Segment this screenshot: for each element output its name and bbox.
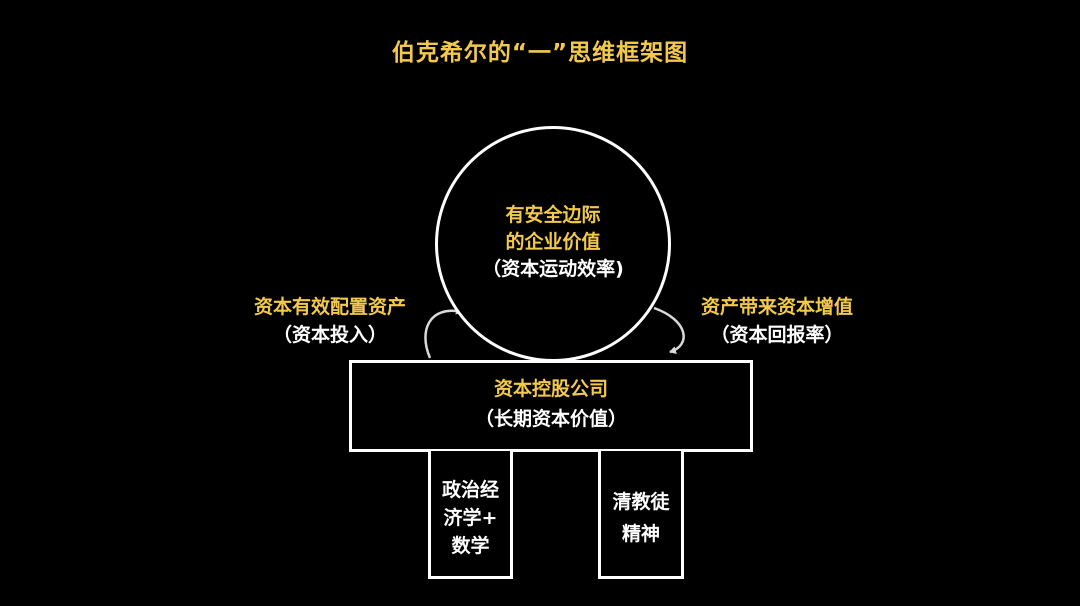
circle-line2: 的企业价值 <box>505 231 601 253</box>
pillar-left-line3: 数学 <box>451 535 490 557</box>
page-title: 伯克希尔的“一”思维框架图 <box>391 40 689 66</box>
right-curved-arrow <box>653 306 685 354</box>
circle-text: 有安全边际 的企业价值 （资本运动效率) <box>435 202 671 283</box>
right-label-line1: 资产带来资本增值 <box>700 296 853 318</box>
holding-company-text: 资本控股公司 （长期资本价值） <box>349 374 753 434</box>
economics-math-pillar-text: 政治经 济学+ 数学 <box>428 476 513 560</box>
left-label-line1: 资本有效配置资产 <box>253 296 406 318</box>
pillar-left-line2: 济学+ <box>443 507 498 529</box>
left-curved-arrow <box>424 306 463 359</box>
pillar-right-line1: 清教徒 <box>612 491 670 513</box>
capital-input-label: 资本有效配置资产 （资本投入） <box>230 293 430 349</box>
circle-line1: 有安全边际 <box>505 204 601 226</box>
circle-line3: （资本运动效率) <box>482 258 624 280</box>
puritan-spirit-pillar-text: 清教徒 精神 <box>598 486 684 550</box>
main-box-line2: （长期资本价值） <box>474 408 627 430</box>
right-label-line2: （资本回报率） <box>710 324 844 346</box>
left-label-line2: （资本投入） <box>272 324 387 346</box>
holding-company-box <box>349 360 753 452</box>
puritan-spirit-pillar <box>598 451 684 579</box>
enterprise-value-circle <box>435 126 671 362</box>
pillar-left-line1: 政治经 <box>441 479 499 501</box>
economics-math-pillar <box>428 451 513 579</box>
pillar-right-line2: 精神 <box>621 523 660 545</box>
main-box-line1: 资本控股公司 <box>493 378 608 400</box>
capital-return-label: 资产带来资本增值 （资本回报率） <box>672 293 882 349</box>
